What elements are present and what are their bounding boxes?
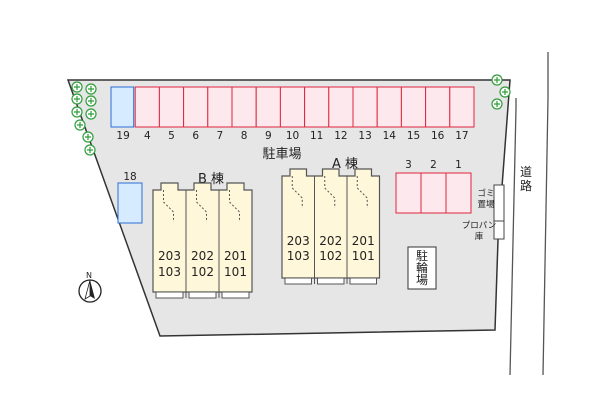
unit-lower-number: 102 xyxy=(191,265,214,279)
parking-label: 駐車場 xyxy=(262,147,301,162)
north-arrow: N xyxy=(78,271,102,303)
parking-top-row: 19 4 5 6 7 8 9 10 11 12 13 14 15 16 17 xyxy=(110,86,475,142)
parking-space-7: 7 xyxy=(207,86,233,142)
parking-number: 14 xyxy=(383,130,397,142)
tree-icon xyxy=(491,74,503,86)
parking-space-19: 19 xyxy=(110,86,135,142)
parking-space-13: 13 xyxy=(352,86,378,142)
tree-icon xyxy=(499,86,511,98)
unit-lower-number: 101 xyxy=(352,249,375,263)
parking-space-9: 9 xyxy=(255,86,281,142)
unit-upper-number: 202 xyxy=(319,234,342,248)
parking-number: 17 xyxy=(455,130,468,142)
propane-label: プロパン庫 xyxy=(462,221,496,242)
tree-icon xyxy=(71,106,83,118)
parking-number: 3 xyxy=(405,159,412,171)
parking-space-8: 8 xyxy=(231,86,257,142)
trees xyxy=(71,74,511,156)
parking-number: 9 xyxy=(265,130,272,142)
unit-upper-number: 203 xyxy=(287,234,310,248)
parking-number: 15 xyxy=(407,130,420,142)
parking-space-18: 18 xyxy=(117,171,143,224)
bicycle-parking xyxy=(407,246,437,290)
parking-space-10: 10 xyxy=(279,86,306,142)
road-label: 道路 xyxy=(520,165,532,193)
tree-icon xyxy=(71,81,83,93)
parking-number: 1 xyxy=(455,159,462,171)
parking-space-17: 17 xyxy=(449,86,475,142)
north-label: N xyxy=(86,271,92,280)
parking-right-group: 3 2 1 xyxy=(395,159,472,214)
parking-space-1: 1 xyxy=(445,159,472,214)
garbage-area xyxy=(493,184,505,222)
parking-number: 12 xyxy=(334,130,347,142)
tree-icon xyxy=(84,144,96,156)
bicycle-parking-label: 駐輪場 xyxy=(416,248,428,287)
parking-space-15: 15 xyxy=(400,86,427,142)
tree-icon xyxy=(491,98,503,110)
tree-icon xyxy=(82,131,94,143)
road-edge-left xyxy=(509,98,517,376)
parking-number: 18 xyxy=(123,171,136,183)
parking-space-11: 11 xyxy=(304,86,330,142)
unit-lower-number: 103 xyxy=(158,265,181,279)
parking-number: 13 xyxy=(358,130,371,142)
parking-number: 10 xyxy=(286,130,299,142)
unit-lower-number: 101 xyxy=(224,265,247,279)
parking-number: 7 xyxy=(217,130,224,142)
parking-space-4: 4 xyxy=(134,86,160,142)
garbage-label: ゴミ置場 xyxy=(477,188,495,210)
parking-number: 8 xyxy=(241,130,248,142)
parking-space-14: 14 xyxy=(376,86,402,142)
parking-number: 2 xyxy=(430,159,437,171)
tree-icon xyxy=(85,95,97,107)
tree-icon xyxy=(85,108,97,120)
tree-icon xyxy=(71,93,83,105)
tree-icon xyxy=(74,119,86,131)
parking-space-3: 3 xyxy=(395,159,422,214)
svg-text:プロパン庫: プロパン庫 xyxy=(462,221,496,242)
parking-space-6: 6 xyxy=(183,86,209,142)
unit-upper-number: 201 xyxy=(352,234,375,248)
svg-text:ゴミ置場: ゴミ置場 xyxy=(477,188,495,210)
unit-upper-number: 201 xyxy=(224,249,247,263)
road-edge-right xyxy=(542,52,549,376)
parking-number: 6 xyxy=(192,130,199,142)
parking-number: 5 xyxy=(168,130,175,142)
parking-number: 19 xyxy=(116,130,129,142)
parking-number: 16 xyxy=(431,130,445,142)
parking-space-2: 2 xyxy=(420,159,447,214)
parking-number: 11 xyxy=(310,130,323,142)
unit-upper-number: 203 xyxy=(158,249,181,263)
unit-lower-number: 102 xyxy=(319,249,342,263)
building-a-label: A 棟 xyxy=(332,157,358,172)
unit-lower-number: 103 xyxy=(287,249,310,263)
parking-space-16: 16 xyxy=(425,86,451,142)
parking-number: 4 xyxy=(144,130,151,142)
parking-space-5: 5 xyxy=(158,86,185,142)
parking-space-12: 12 xyxy=(328,86,354,142)
propane-storage xyxy=(493,220,505,240)
unit-upper-number: 202 xyxy=(191,249,214,263)
tree-icon xyxy=(85,83,97,95)
